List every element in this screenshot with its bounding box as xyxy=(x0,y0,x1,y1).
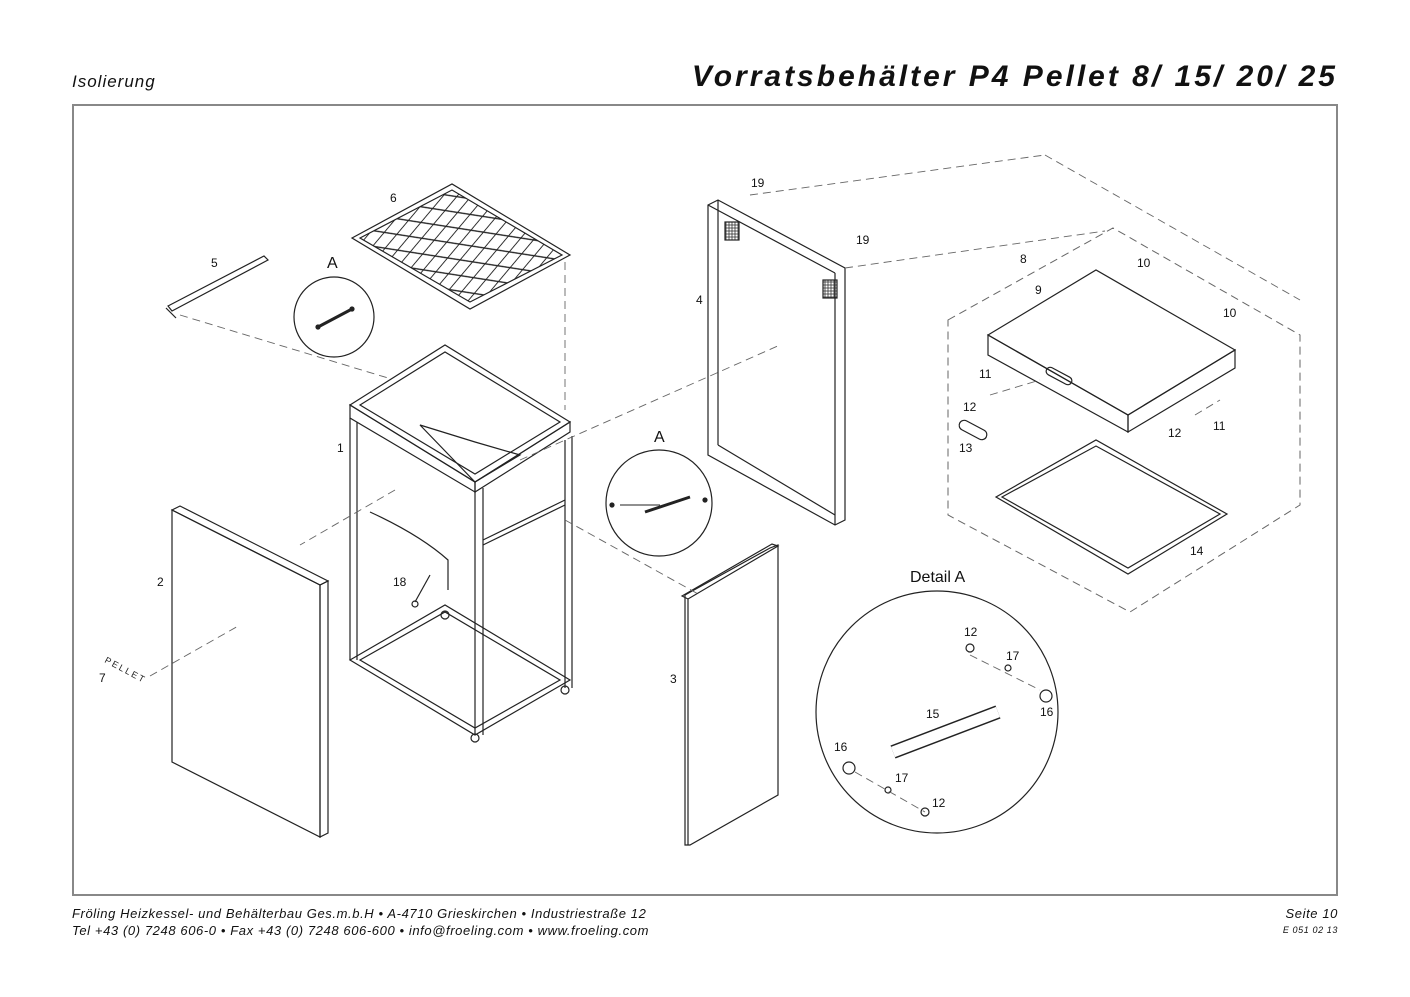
callout-11b: 11 xyxy=(1213,419,1226,433)
callout-6: 6 xyxy=(390,191,397,205)
part-2-side-panel xyxy=(170,505,330,838)
section-title: Isolierung xyxy=(72,72,156,91)
detail-ref-a-top: A xyxy=(327,255,338,272)
part-5-bracket xyxy=(165,255,269,319)
callout-14: 14 xyxy=(1190,544,1204,558)
footer-company-line: Fröling Heizkessel- und Behälterbau Ges.… xyxy=(72,906,647,921)
detail-callout-12a: 12 xyxy=(964,625,978,639)
detail-callout-16a: 16 xyxy=(1040,705,1054,719)
detail-callout-15: 15 xyxy=(926,707,940,721)
assembly-lines xyxy=(149,154,1301,813)
part-18 xyxy=(411,574,431,608)
detail-circle-a-small xyxy=(293,276,375,358)
part-6-grid-panel xyxy=(350,183,572,310)
part-13-handle xyxy=(958,419,988,441)
detail-callout-17b: 17 xyxy=(895,771,909,785)
detail-a-circle xyxy=(815,590,1059,834)
callout-3: 3 xyxy=(670,672,677,686)
page-number: Seite 10 xyxy=(1285,906,1338,921)
callout-1: 1 xyxy=(337,441,344,455)
callout-5: 5 xyxy=(211,256,218,270)
callout-10a: 10 xyxy=(1137,256,1151,270)
callout-11a: 11 xyxy=(979,367,992,381)
part-3-side-panel xyxy=(680,543,780,846)
callout-19a: 19 xyxy=(751,176,765,190)
svg-text:PELLET: PELLET xyxy=(103,655,148,685)
callout-10b: 10 xyxy=(1223,306,1237,320)
detail-ref-a-middle: A xyxy=(654,429,665,446)
callout-18: 18 xyxy=(393,575,407,589)
part-7-logo: PELLET xyxy=(103,655,148,685)
part-14-gasket xyxy=(994,439,1229,575)
detail-circle-a-medium xyxy=(605,449,713,557)
callout-12b: 12 xyxy=(1168,426,1182,440)
detail-callout-16b: 16 xyxy=(834,740,848,754)
callout-2: 2 xyxy=(157,575,164,589)
lid-group-boundary xyxy=(947,227,1301,613)
part-1-frame xyxy=(348,344,573,743)
callout-7: 7 xyxy=(99,671,106,685)
detail-callout-12b: 12 xyxy=(932,796,946,810)
document-code: E 051 02 13 xyxy=(1282,925,1338,935)
callout-4: 4 xyxy=(696,293,703,307)
detail-a-label: Detail A xyxy=(910,569,965,586)
callout-13: 13 xyxy=(959,441,973,455)
detail-callout-17a: 17 xyxy=(1006,649,1020,663)
callout-8: 8 xyxy=(1020,252,1027,266)
callout-12a: 12 xyxy=(963,400,977,414)
part-8-9-lid xyxy=(986,269,1237,434)
document-title: Vorratsbehälter P4 Pellet 8/ 15/ 20/ 25 xyxy=(691,60,1338,93)
callout-19b: 19 xyxy=(856,233,870,247)
part-4-back-panel xyxy=(707,199,846,526)
footer-contact-line: Tel +43 (0) 7248 606-0 • Fax +43 (0) 724… xyxy=(72,923,650,938)
drawing-frame xyxy=(72,104,1338,896)
callout-9: 9 xyxy=(1035,283,1042,297)
